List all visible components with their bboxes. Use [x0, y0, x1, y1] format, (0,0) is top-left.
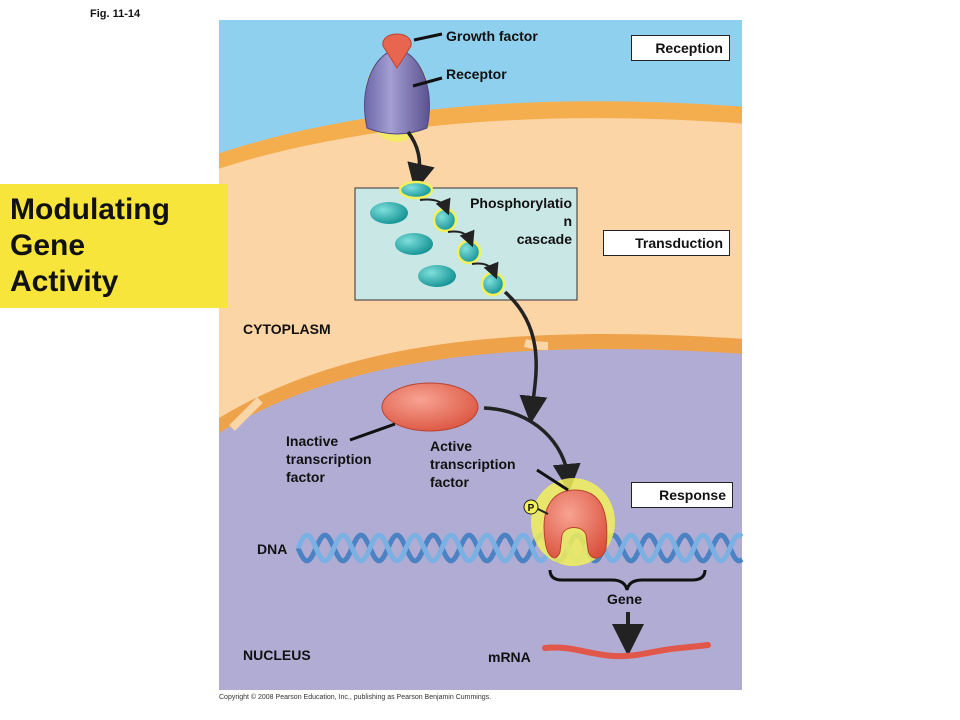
growth-factor-molecule: [382, 33, 412, 69]
dna-helix: [295, 532, 744, 564]
phosphorylation-cascade-label: Phosphorylatio n cascade: [470, 195, 572, 247]
reception-tag: Reception: [631, 35, 730, 61]
inactive-kinase: [395, 233, 433, 255]
copyright-notice: Copyright © 2008 Pearson Education, Inc.…: [219, 694, 492, 701]
cytoplasm-label: CYTOPLASM: [243, 321, 331, 337]
receptor-label: Receptor: [446, 66, 507, 82]
response-tag: Response: [631, 482, 733, 508]
transduction-tag: Transduction: [603, 230, 730, 256]
phosphate-group: [523, 499, 539, 515]
dna-label: DNA: [257, 541, 288, 557]
gene-label: Gene: [607, 591, 643, 607]
inactive-transcription-factor: [381, 382, 479, 432]
title-line: Activity: [10, 265, 119, 298]
mrna-label: mRNA: [488, 649, 531, 665]
inactive-kinase: [370, 202, 408, 224]
phosphate-label: P: [528, 503, 535, 514]
slide-title: Modulating Gene Activity: [0, 184, 228, 308]
arrow-to-active-factor: [483, 406, 581, 492]
title-line: Modulating: [10, 193, 170, 226]
gene-bracket: [548, 569, 707, 591]
active-kinase: [480, 271, 506, 297]
nucleus-label: NUCLEUS: [243, 647, 311, 663]
inactive-transcription-factor-label: Inactive transcription factor: [286, 433, 372, 485]
growth-factor-label: Growth factor: [446, 28, 538, 44]
arrow-to-nucleus: [503, 290, 548, 424]
inactive-kinase: [418, 265, 456, 287]
active-transcription-factor: [543, 489, 608, 559]
nucleus-region: [219, 349, 742, 690]
active-transcription-factor-label: Active transcription factor: [430, 438, 516, 490]
title-line: Gene: [10, 229, 86, 262]
figure-label: Fig. 11-14: [90, 8, 141, 20]
mrna-strand: [542, 642, 711, 660]
receptor-protein: [364, 47, 430, 135]
arrow-to-cascade: [406, 130, 435, 192]
active-kinase: [398, 180, 434, 200]
